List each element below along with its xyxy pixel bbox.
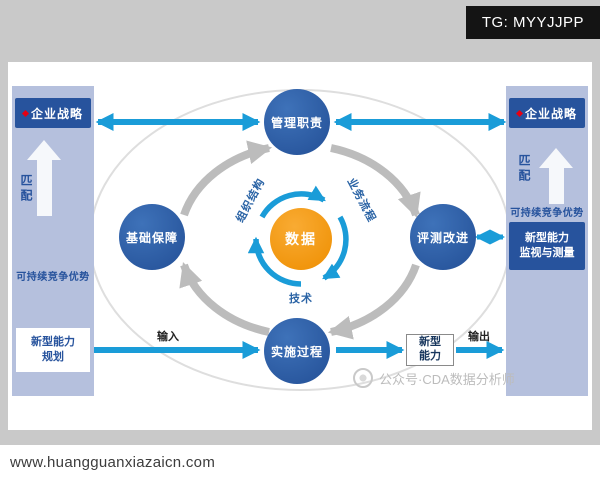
up-arrow-icon (27, 140, 61, 216)
monitoring-box: 新型能力 监视与测量 (509, 222, 585, 270)
input-label: 输入 (157, 331, 179, 343)
node-foundation-label: 基础保障 (125, 230, 178, 245)
node-implementation: 实施过程 (264, 318, 330, 384)
blue-inner-arrows (247, 185, 349, 287)
gray-cycle-arrows (179, 140, 421, 340)
right-strategy-column: 企业战略 匹配 可持续竞争优势 新型能力 监视与测量 (506, 86, 588, 396)
left-match-label: 匹配 (19, 174, 33, 204)
node-data-label: 数据 (285, 231, 317, 247)
watermark-text: 公众号·CDA数据分析师 (379, 371, 515, 387)
tg-watermark-label: TG: MYYJJPP (481, 14, 584, 31)
right-strategy-label: 企业战略 (524, 106, 577, 121)
right-advantage-label: 可持续竞争优势 (510, 208, 584, 219)
planning-box: 新型能力 规划 (16, 328, 90, 372)
footer-url: www.huangguanxiazaicn.com (10, 454, 216, 471)
arrows-layer (89, 89, 511, 391)
planning-line-1: 新型能力 (31, 336, 75, 349)
up-arrow-icon (539, 148, 573, 204)
node-evaluation-label: 评测改进 (416, 230, 469, 245)
red-accent-icon (515, 109, 524, 117)
capability-box: 新型 能力 (406, 334, 454, 366)
capability-line-1: 新型 (419, 336, 441, 349)
tg-watermark-badge: TG: MYYJJPP (465, 6, 600, 39)
node-evaluation: 评测改进 (410, 204, 476, 270)
capability-line-2: 能力 (419, 350, 441, 362)
left-strategy-box: 企业战略 (15, 98, 91, 128)
node-management-label: 管理职责 (270, 115, 323, 130)
monitoring-line-2: 监视与测量 (519, 247, 575, 259)
node-foundation: 基础保障 (119, 204, 185, 270)
right-match-label: 匹配 (517, 154, 531, 184)
node-implementation-label: 实施过程 (270, 344, 323, 359)
watermark: 公众号·CDA数据分析师 (353, 368, 515, 388)
output-label: 输出 (468, 331, 490, 343)
right-strategy-box: 企业战略 (509, 98, 585, 128)
monitoring-line-1: 新型能力 (525, 231, 569, 244)
node-management: 管理职责 (264, 89, 330, 155)
footer-bar: www.huangguanxiazaicn.com (0, 445, 600, 480)
blue-straight-arrows (94, 113, 507, 359)
left-strategy-column: 企业战略 匹配 可持续竞争优势 新型能力 规划 (12, 86, 94, 396)
left-strategy-label: 企业战略 (30, 106, 83, 121)
red-accent-icon (21, 109, 30, 117)
left-advantage-label: 可持续竞争优势 (16, 272, 90, 283)
planning-line-2: 规划 (42, 351, 64, 363)
diagram-panel: 企业战略 匹配 可持续竞争优势 新型能力 规划 企业战略 匹配 可持续竞争优势 (8, 62, 592, 430)
node-data: 数据 (270, 208, 332, 270)
technology-label: 技术 (289, 293, 313, 305)
watermark-logo-icon (353, 368, 373, 388)
